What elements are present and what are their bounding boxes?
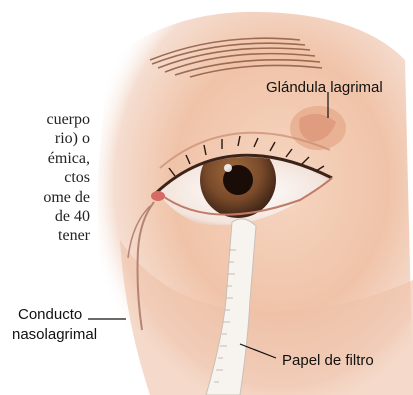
label-nasolacrimal-duct: Conducto nasolagrimal <box>12 305 97 345</box>
label-filter-paper: Papel de filtro <box>282 351 374 370</box>
eye-highlight <box>224 164 232 172</box>
label-duct-line1: Conducto <box>12 305 97 325</box>
label-lacrimal-gland: Glándula lagrimal <box>266 78 383 97</box>
label-duct-line2: nasolagrimal <box>12 325 97 345</box>
inner-canthus <box>151 191 165 201</box>
